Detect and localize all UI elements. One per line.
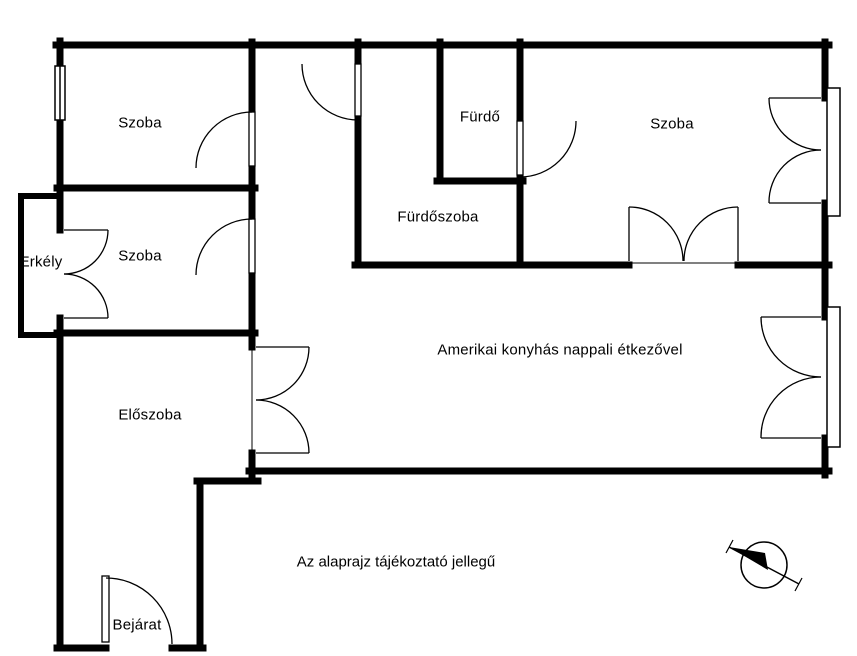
room-label-bejarat: Bejárat	[112, 616, 162, 634]
inner-walls	[53, 38, 833, 485]
window-right-top	[826, 87, 841, 217]
room-label-furdoszoba: Fürdőszoba	[397, 208, 479, 226]
room-label-erkely: Erkély	[19, 253, 63, 271]
room-label-szoba-mid-left: Szoba	[118, 247, 162, 265]
door-leaves	[101, 63, 524, 643]
window-right-bottom	[826, 306, 841, 448]
compass-icon	[725, 539, 803, 592]
room-label-szoba-right: Szoba	[650, 115, 694, 133]
door-arcs	[63, 63, 822, 645]
room-label-eloszoba: Előszoba	[118, 406, 182, 424]
windows	[54, 65, 841, 448]
floorplan-disclaimer: Az alaprajz tájékoztató jellegű	[296, 553, 496, 571]
balcony-walls	[18, 193, 63, 338]
room-label-nappali: Amerikai konyhás nappali étkezővel	[437, 341, 683, 359]
room-label-szoba-top-left: Szoba	[118, 114, 162, 132]
room-label-furdo: Fürdő	[459, 108, 501, 126]
